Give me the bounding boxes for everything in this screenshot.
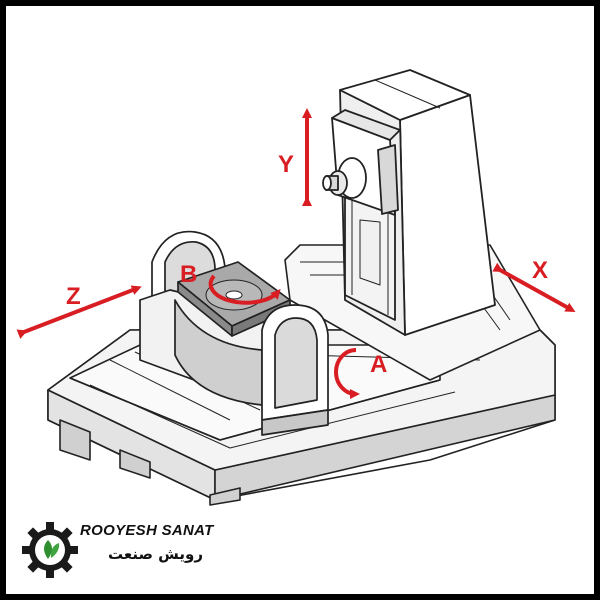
machine-diagram: Y X Z A B	[16, 69, 576, 506]
z-axis-arrow	[16, 285, 142, 339]
a-axis-arrow	[334, 348, 360, 399]
x-axis-label: X	[532, 257, 548, 284]
brand-name-en: ROOYESH SANAT	[80, 522, 214, 539]
x-axis-arrow	[492, 262, 576, 312]
b-axis-arrow	[208, 274, 281, 305]
diagram-frame: Y X Z A B	[6, 6, 594, 594]
machine-column	[322, 69, 496, 336]
y-axis-label: Y	[278, 151, 294, 178]
axis-arrows	[16, 108, 576, 399]
z-axis-label: Z	[66, 283, 81, 310]
brand-name-fa: رویش صنعت	[108, 545, 203, 563]
gear-leaf-logo-icon	[22, 522, 78, 578]
a-axis-label: A	[370, 351, 387, 378]
trunnion-table	[139, 230, 329, 436]
b-axis-label: B	[180, 261, 197, 288]
